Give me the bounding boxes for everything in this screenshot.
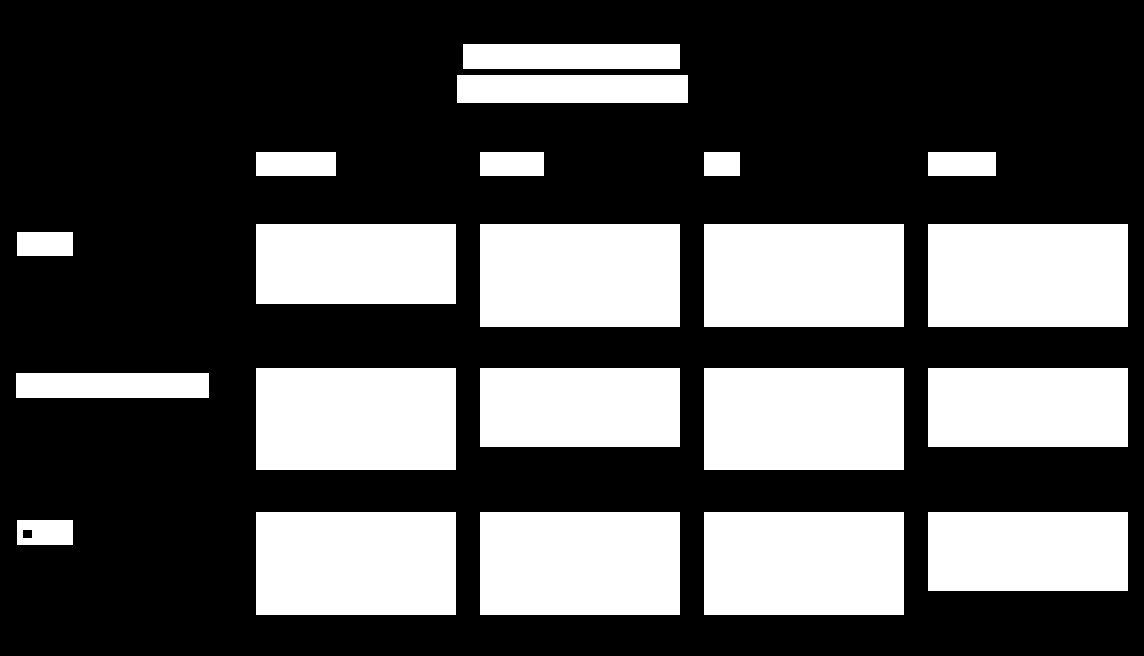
matrix-cell-r2-c3[interactable] bbox=[704, 368, 904, 470]
page-title-text-1 bbox=[0, 0, 1, 1]
column-header-label-3 bbox=[0, 0, 1, 1]
matrix-cell-value-r3-c2 bbox=[480, 512, 481, 513]
page-title-line-1 bbox=[463, 44, 680, 69]
column-header-ascender-2 bbox=[480, 152, 490, 161]
column-header-label-1 bbox=[0, 0, 1, 1]
matrix-cell-value-r3-c3 bbox=[704, 512, 705, 513]
matrix-cell-r2-c4[interactable] bbox=[928, 368, 1128, 447]
matrix-cell-value-r1-c1 bbox=[256, 224, 257, 225]
row-label-text-2 bbox=[0, 0, 1, 1]
matrix-cell-r1-c1[interactable] bbox=[256, 224, 456, 304]
matrix-cell-value-r1-c2 bbox=[480, 224, 481, 225]
matrix-cell-r2-c1[interactable] bbox=[256, 368, 456, 470]
matrix-cell-value-r3-c4 bbox=[928, 512, 929, 513]
matrix-cell-r1-c2[interactable] bbox=[480, 224, 680, 327]
matrix-cell-r3-c4[interactable] bbox=[928, 512, 1128, 591]
matrix-cell-value-r1-c4 bbox=[928, 224, 929, 225]
matrix-cell-value-r2-c3 bbox=[704, 368, 705, 369]
column-header-ascender-1 bbox=[256, 152, 288, 161]
matrix-cell-r3-c1[interactable] bbox=[256, 512, 456, 615]
column-header-label-2 bbox=[0, 0, 1, 1]
matrix-cell-value-r2-c2 bbox=[480, 368, 481, 369]
matrix-cell-value-r2-c1 bbox=[256, 368, 257, 369]
matrix-cell-value-r1-c3 bbox=[704, 224, 705, 225]
column-header-ascender-3 bbox=[704, 152, 713, 161]
row-label-text-1 bbox=[0, 0, 1, 1]
row-label-mask-2 bbox=[16, 373, 209, 398]
matrix-cell-r3-c3[interactable] bbox=[704, 512, 904, 615]
matrix-cell-value-r3-c1 bbox=[256, 512, 257, 513]
column-header-mask-2 bbox=[480, 152, 544, 176]
matrix-cell-r2-c2[interactable] bbox=[480, 368, 680, 447]
column-header-ascender-4 bbox=[928, 152, 940, 161]
row-label-counter-3 bbox=[23, 530, 32, 538]
matrix-cell-value-r2-c4 bbox=[928, 368, 929, 369]
row-label-text-3 bbox=[0, 0, 1, 1]
column-header-label-4 bbox=[0, 0, 1, 1]
page-title-line-2 bbox=[457, 75, 688, 103]
page-title-text-2 bbox=[0, 0, 1, 1]
matrix-cell-r3-c2[interactable] bbox=[480, 512, 680, 615]
matrix-cell-r1-c4[interactable] bbox=[928, 224, 1128, 327]
row-label-mask-1 bbox=[17, 232, 73, 256]
matrix-cell-r1-c3[interactable] bbox=[704, 224, 904, 327]
